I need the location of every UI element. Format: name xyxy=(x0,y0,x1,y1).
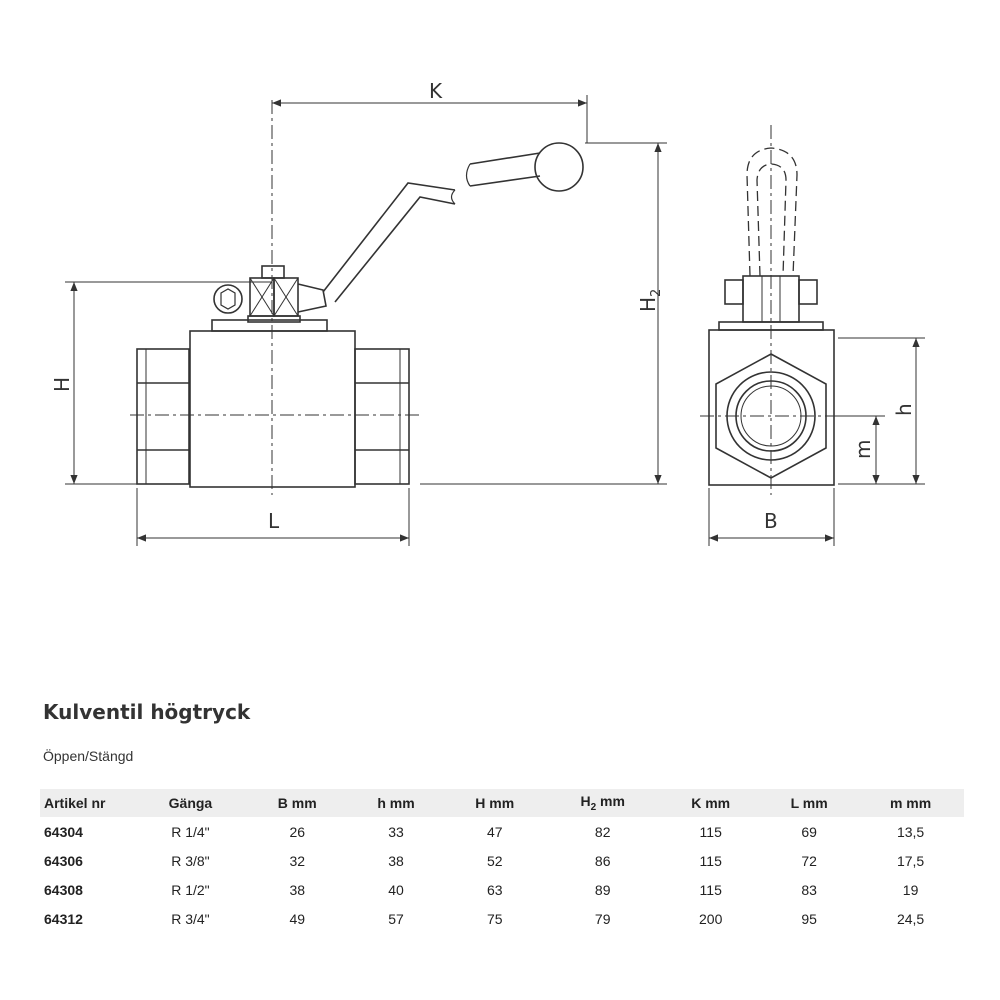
col-header-h-small: h mm xyxy=(347,789,445,817)
cell-m: 13,5 xyxy=(857,817,964,846)
table-row: 64308 R 1/2" 38 40 63 89 115 83 19 xyxy=(40,875,964,904)
cell-l: 83 xyxy=(761,875,858,904)
cell-artikel: 64304 xyxy=(40,817,134,846)
cell-m: 19 xyxy=(857,875,964,904)
cell-ganga: R 3/8" xyxy=(134,846,247,875)
dim-label-h: H xyxy=(50,377,74,392)
col-header-l: L mm xyxy=(761,789,858,817)
cell-h-small: 33 xyxy=(347,817,445,846)
table-row: 64312 R 3/4" 49 57 75 79 200 95 24,5 xyxy=(40,904,964,933)
cell-ganga: R 3/4" xyxy=(134,904,247,933)
dim-label-h2: H2 xyxy=(636,289,664,312)
col-header-h2: H2 mm xyxy=(545,789,661,817)
dim-label-k: K xyxy=(429,79,443,103)
cell-l: 95 xyxy=(761,904,858,933)
spec-table: Artikel nr Gänga B mm h mm H mm H2 mm K … xyxy=(40,789,964,933)
cell-h-small: 38 xyxy=(347,846,445,875)
col-header-m: m mm xyxy=(857,789,964,817)
cell-l: 69 xyxy=(761,817,858,846)
table-row: 64306 R 3/8" 32 38 52 86 115 72 17,5 xyxy=(40,846,964,875)
valve-technical-drawing: K H2 H L B h m xyxy=(50,79,925,546)
cell-artikel: 64308 xyxy=(40,875,134,904)
col-header-h: H mm xyxy=(444,789,546,817)
cell-b: 38 xyxy=(246,875,348,904)
dim-label-l: L xyxy=(268,509,280,533)
cell-h: 75 xyxy=(444,904,546,933)
product-title: Kulventil högtryck xyxy=(43,700,251,724)
col-header-artikel: Artikel nr xyxy=(40,789,134,817)
cell-ganga: R 1/2" xyxy=(134,875,247,904)
cell-l: 72 xyxy=(761,846,858,875)
cell-h-small: 40 xyxy=(347,875,445,904)
cell-k: 115 xyxy=(660,875,762,904)
cell-h-small: 57 xyxy=(347,904,445,933)
product-subtitle: Öppen/Stängd xyxy=(43,748,134,764)
col-header-b: B mm xyxy=(246,789,348,817)
side-view-handle xyxy=(746,147,798,277)
cell-k: 200 xyxy=(660,904,762,933)
cell-h2: 79 xyxy=(545,904,661,933)
cell-b: 26 xyxy=(246,817,348,846)
cell-b: 32 xyxy=(246,846,348,875)
dim-label-b: B xyxy=(764,509,778,533)
cell-ganga: R 1/4" xyxy=(134,817,247,846)
cell-b: 49 xyxy=(246,904,348,933)
cell-m: 17,5 xyxy=(857,846,964,875)
cell-h2: 89 xyxy=(545,875,661,904)
col-header-ganga: Gänga xyxy=(134,789,247,817)
table-row: 64304 R 1/4" 26 33 47 82 115 69 13,5 xyxy=(40,817,964,846)
col-header-k: K mm xyxy=(660,789,762,817)
cell-artikel: 64306 xyxy=(40,846,134,875)
cell-artikel: 64312 xyxy=(40,904,134,933)
cell-h: 63 xyxy=(444,875,546,904)
cell-h2: 86 xyxy=(545,846,661,875)
cell-k: 115 xyxy=(660,817,762,846)
dim-label-h-small: h xyxy=(892,403,916,416)
cell-h: 47 xyxy=(444,817,546,846)
cell-h2: 82 xyxy=(545,817,661,846)
table-header-row: Artikel nr Gänga B mm h mm H mm H2 mm K … xyxy=(40,789,964,817)
dim-label-m: m xyxy=(851,440,875,459)
cell-h: 52 xyxy=(444,846,546,875)
cell-k: 115 xyxy=(660,846,762,875)
front-view xyxy=(136,142,584,488)
cell-m: 24,5 xyxy=(857,904,964,933)
